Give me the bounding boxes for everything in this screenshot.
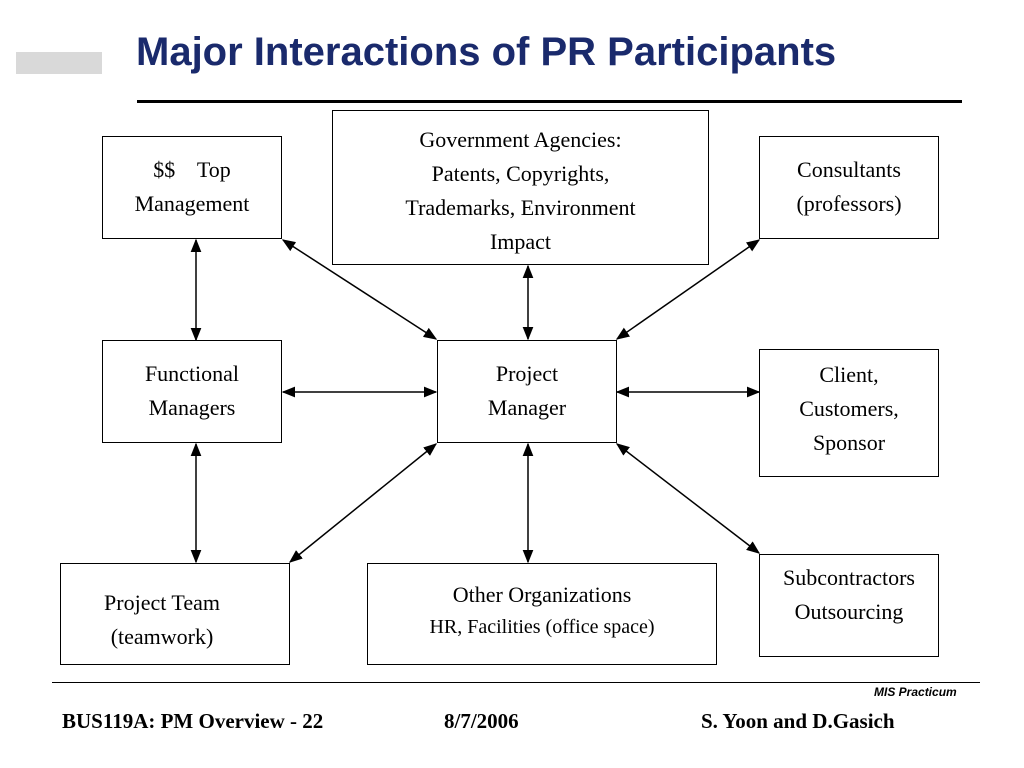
other-organizations-line1: Other Organizations bbox=[452, 582, 632, 607]
top-management-box: $$ Top Management bbox=[102, 136, 282, 239]
subcontractors-box: Subcontractors Outsourcing bbox=[759, 554, 939, 657]
footer-divider bbox=[52, 682, 980, 683]
project-team-line1: Project Team bbox=[104, 590, 220, 615]
top-management-line1: $$ Top bbox=[153, 157, 231, 182]
project-team-line2: (teamwork) bbox=[110, 624, 214, 649]
project-manager-box: Project Manager bbox=[437, 340, 617, 443]
other-organizations-line2: HR, Facilities (office space) bbox=[429, 616, 655, 638]
client-line3: Sponsor bbox=[812, 430, 886, 455]
functional-managers-line2: Managers bbox=[148, 395, 236, 420]
consultants-box: Consultants (professors) bbox=[759, 136, 939, 239]
title-accent-bar bbox=[16, 52, 102, 74]
functional-managers-line1: Functional bbox=[144, 361, 240, 386]
arrow-pm-team bbox=[288, 443, 438, 563]
consultants-line2: (professors) bbox=[796, 191, 902, 216]
client-box: Client, Customers, Sponsor bbox=[759, 349, 939, 477]
government-box: Government Agencies: Patents, Copyrights… bbox=[332, 110, 709, 265]
arrow-consultants-pm bbox=[615, 239, 761, 340]
arrow-pm-subcontractors bbox=[615, 443, 761, 554]
title-divider bbox=[137, 100, 962, 103]
client-line2: Customers, bbox=[799, 396, 899, 421]
consultants-line1: Consultants bbox=[797, 157, 901, 182]
footer-program-tag: MIS Practicum bbox=[874, 685, 957, 699]
slide-title: Major Interactions of PR Participants bbox=[136, 30, 837, 74]
project-manager-line1: Project bbox=[495, 361, 559, 386]
subcontractors-line2: Outsourcing bbox=[794, 599, 904, 624]
government-line4: Impact bbox=[489, 229, 552, 254]
footer-authors: S. Yoon and D.Gasich bbox=[701, 709, 895, 733]
functional-managers-box: Functional Managers bbox=[102, 340, 282, 443]
subcontractors-line1: Subcontractors bbox=[783, 565, 915, 590]
project-manager-line2: Manager bbox=[487, 395, 567, 420]
footer-date: 8/7/2006 bbox=[444, 709, 519, 733]
government-line1: Government Agencies: bbox=[419, 127, 622, 152]
client-line1: Client, bbox=[819, 362, 879, 387]
footer-course: BUS119A: PM Overview - 22 bbox=[62, 709, 324, 733]
government-line2: Patents, Copyrights, bbox=[431, 161, 610, 186]
arrow-topmgmt-pm bbox=[281, 239, 438, 340]
government-line3: Trademarks, Environment bbox=[405, 195, 636, 220]
other-organizations-box: Other Organizations HR, Facilities (offi… bbox=[367, 563, 717, 665]
top-management-line2: Management bbox=[134, 191, 250, 216]
project-team-box: Project Team (teamwork) bbox=[60, 563, 290, 665]
